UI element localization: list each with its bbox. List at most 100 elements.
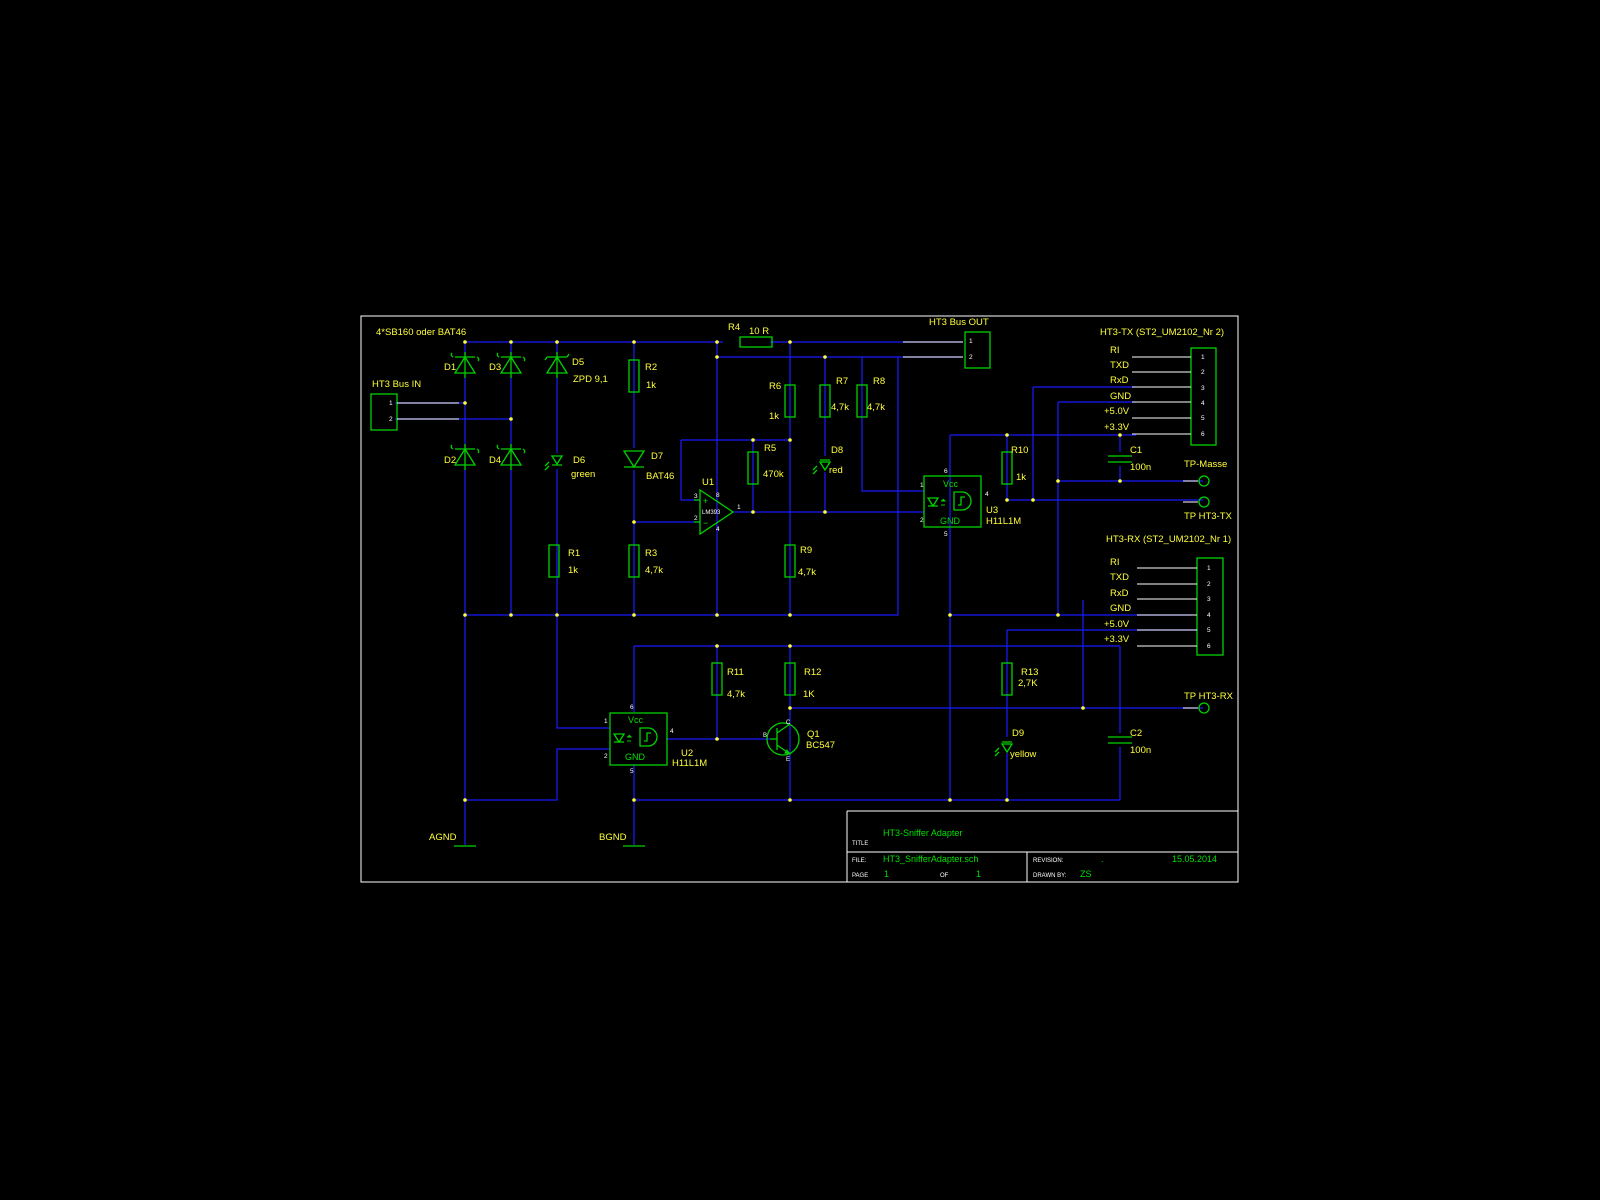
resistor-r10 [1001,451,1013,485]
resistors [548,336,1013,696]
junctions [463,340,1122,802]
svg-text:U3: U3 [986,505,998,516]
svg-text:R3: R3 [645,548,657,559]
svg-text:2: 2 [1201,369,1205,376]
u2-vcc-label: Vcc [628,715,644,725]
tx-pin-stubs [1132,356,1191,435]
connector-ht3-in: 1 2 [370,393,459,431]
svg-text:D8: D8 [831,445,843,456]
u3-vcc-label: Vcc [943,479,959,489]
ht3-tx-label: HT3-TX (ST2_UM2102_Nr 2) [1100,327,1224,338]
svg-text:5: 5 [1207,627,1211,634]
svg-text:1: 1 [389,400,393,407]
svg-text:4,7k: 4,7k [645,565,663,576]
opamp-u1: + − 8 4 3 2 1 LM393 [694,488,741,536]
resistor-r12 [784,662,796,696]
svg-text:BC547: BC547 [806,740,835,751]
svg-text:D9: D9 [1012,728,1024,739]
svg-text:4: 4 [1201,400,1205,407]
transistor-q1: B C E [763,720,800,763]
svg-text:R12: R12 [804,667,821,678]
svg-text:RI: RI [1110,557,1120,568]
testpoint-tx [1198,496,1210,508]
svg-text:4,7k: 4,7k [798,567,816,578]
resistor-r9 [784,544,796,578]
svg-text:5: 5 [1201,415,1205,422]
svg-text:2: 2 [969,354,973,361]
svg-text:H11L1M: H11L1M [986,516,1021,527]
svg-text:2,7K: 2,7K [1018,678,1038,689]
svg-text:6: 6 [1201,431,1205,438]
svg-text:6: 6 [944,468,948,475]
resistor-r13 [1001,662,1013,696]
svg-text:R8: R8 [873,376,885,387]
drawing-frame [360,315,1239,883]
svg-text:2: 2 [1207,581,1211,588]
svg-text:−: − [703,518,708,528]
connector-ht3-out: 1 2 [903,331,991,369]
svg-text:3: 3 [1201,385,1205,392]
svg-text:R10: R10 [1011,445,1028,456]
svg-text:1k: 1k [769,411,779,422]
svg-text:green: green [571,469,595,480]
svg-text:100n: 100n [1130,745,1151,756]
svg-text:100n: 100n [1130,462,1151,473]
svg-text:1K: 1K [803,689,815,700]
resistor-r2 [628,359,640,393]
diodes-note: 4*SB160 oder BAT46 [376,327,466,338]
svg-text:10 R: 10 R [749,326,769,337]
resistor-r1 [548,544,560,578]
svg-text:4,7k: 4,7k [867,402,885,413]
svg-text:2: 2 [389,416,393,423]
svg-text:4,7k: 4,7k [727,689,745,700]
svg-text:5: 5 [630,768,634,775]
led-d6 [544,453,564,471]
svg-text:D1: D1 [444,362,456,373]
diode-d7 [622,448,646,470]
of-value: 1 [976,869,981,879]
svg-text:R7: R7 [836,376,848,387]
svg-text:R13: R13 [1021,667,1038,678]
svg-text:2: 2 [920,517,924,524]
tp-masse-label: TP-Masse [1184,459,1227,470]
connector-ht3-rx [1137,557,1224,656]
svg-text:5: 5 [944,531,948,538]
svg-text:6: 6 [630,704,634,711]
svg-text:Q1: Q1 [807,729,820,740]
svg-text:6: 6 [1207,643,1211,650]
svg-text:C: C [786,720,791,726]
revision-caption: REVISION: [1033,858,1064,864]
resistor-r6 [784,384,796,418]
resistor-r11 [711,662,723,696]
bus-out-label: HT3 Bus OUT [929,317,989,328]
svg-text:4: 4 [670,728,674,735]
svg-text:1k: 1k [568,565,578,576]
u2-gnd-label: GND [625,752,646,762]
opamp-part: LM393 [702,510,721,516]
svg-text:1: 1 [737,504,741,511]
svg-text:1k: 1k [646,380,656,391]
resistor-r3 [628,544,640,578]
rx-pin-labels: RI TXD RxD GND +5.0V +3.3V 1 2 3 4 5 6 [1104,557,1211,650]
capacitor-c2 [1108,733,1132,747]
svg-text:E: E [786,757,790,763]
svg-text:H11L1M: H11L1M [672,758,707,769]
file-name: HT3_SnifferAdapter.sch [883,854,978,864]
agnd-label: AGND [429,832,457,843]
svg-text:+5.0V: +5.0V [1104,619,1130,630]
svg-text:U1: U1 [702,477,714,488]
diode-d2 [450,444,480,470]
svg-text:C1: C1 [1130,445,1142,456]
svg-text:2: 2 [604,753,608,760]
zener-d5 [544,352,570,378]
ht3-rx-label: HT3-RX (ST2_UM2102_Nr 1) [1106,534,1231,545]
wires [395,341,1203,845]
bgnd-label: BGND [599,832,627,843]
diode-d3 [496,352,526,378]
svg-text:R6: R6 [769,381,781,392]
revision-value: . [1101,854,1104,864]
svg-text:GND: GND [1110,603,1131,614]
svg-text:R4: R4 [728,322,740,333]
svg-text:U2: U2 [681,748,693,759]
testpoints [1183,475,1210,714]
